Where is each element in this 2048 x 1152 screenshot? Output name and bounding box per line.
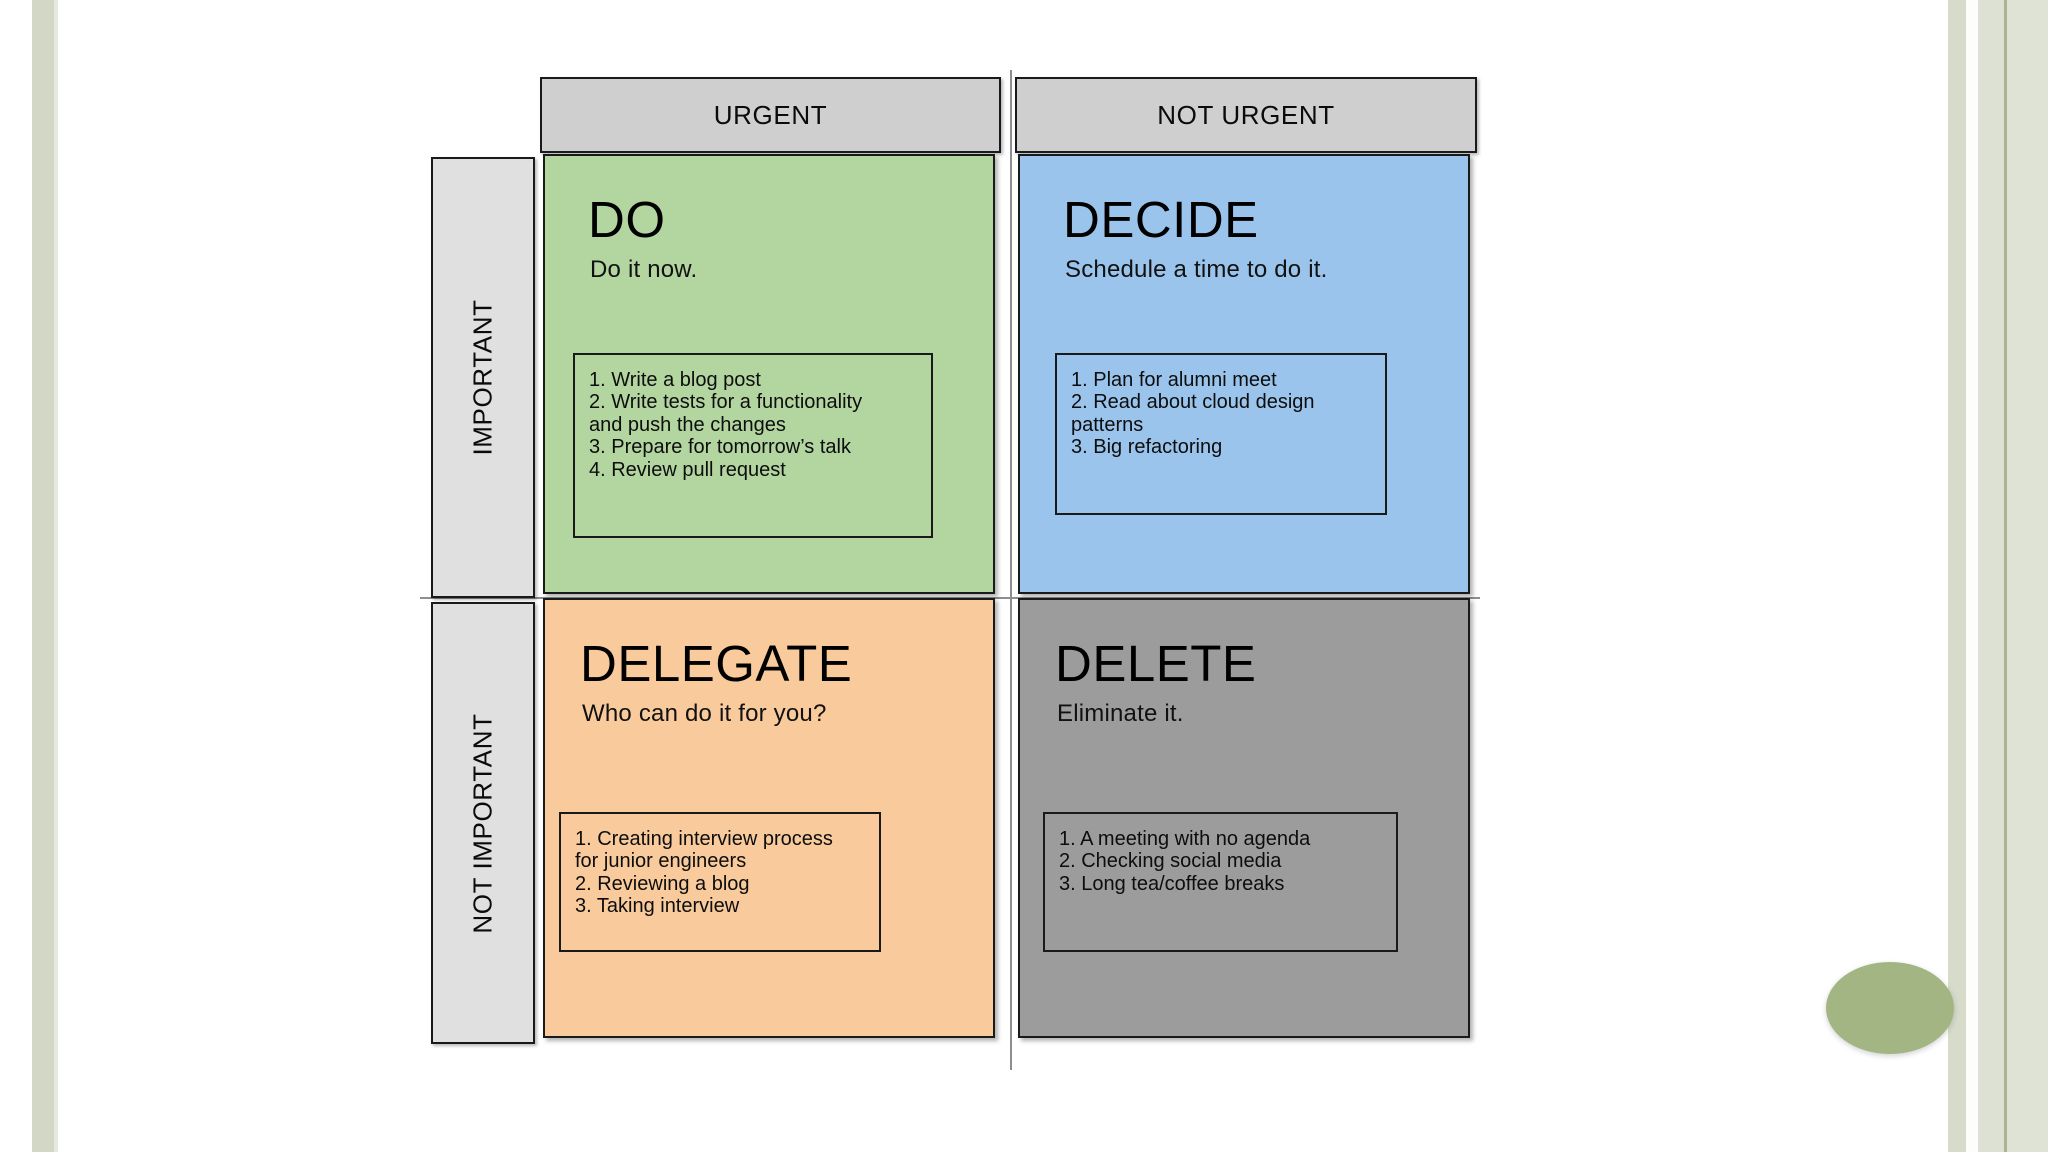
task-item: 2. Checking social media [1059,850,1282,873]
task-item: 3. Prepare for tomorrow’s talk [589,436,851,459]
quadrant-decide-subtitle: Schedule a time to do it. [1065,256,1328,283]
right-stripe-4 [2004,0,2007,1152]
task-item: 1. A meeting with no agenda [1059,828,1311,850]
quadrant-delete-title: DELETE [1055,635,1257,692]
task-item: 2. Write tests for a functionality and p… [589,391,863,436]
right-stripe-2 [1966,0,1978,1152]
quadrant-delegate-title: DELEGATE [580,635,853,692]
column-header-urgent: URGENT [540,77,1001,153]
right-stripe-1 [1948,0,1966,1152]
quadrant-decide: DECIDE Schedule a time to do it. 1. Plan… [1018,154,1470,594]
quadrant-do-title: DO [588,191,666,248]
column-header-not-urgent-label: NOT URGENT [1157,99,1335,130]
quadrant-do-task-box: 1. Write a blog post 2. Write tests for … [573,353,933,538]
task-item: 1. Write a blog post [589,369,761,391]
task-item: 4. Review pull request [589,458,786,481]
task-item: 3. Taking interview [575,895,740,918]
quadrant-decide-task-box: 1. Plan for alumni meet 2. Read about cl… [1055,353,1387,515]
left-edge-hairline [54,0,58,1152]
quadrant-do: DO Do it now. 1. Write a blog post 2. Wr… [543,154,995,594]
quadrant-do-subtitle: Do it now. [590,256,698,283]
task-item: 1. Plan for alumni meet [1071,369,1277,391]
column-header-urgent-label: URGENT [713,99,828,130]
quadrant-delete-task-box: 1. A meeting with no agenda 2. Checking … [1043,812,1398,952]
column-header-not-urgent: NOT URGENT [1015,77,1477,153]
vertical-divider-line [1010,70,1012,1070]
right-stripe-3 [1978,0,2004,1152]
row-header-not-important-label: NOT IMPORTANT [467,712,498,934]
quadrant-decide-title: DECIDE [1063,191,1259,248]
task-item: 3. Long tea/coffee breaks [1059,872,1285,895]
row-header-important: IMPORTANT [431,157,535,598]
task-item: 2. Reviewing a blog [575,872,750,895]
right-stripe-5 [2007,0,2048,1152]
right-edge-decoration [1918,0,2048,1152]
task-item: 2. Read about cloud design patterns [1071,391,1315,436]
row-header-important-label: IMPORTANT [467,299,498,456]
quadrant-delegate-task-box: 1. Creating interview process for junior… [559,812,881,952]
task-item: 1. Creating interview process for junior… [575,828,833,873]
task-item: 3. Big refactoring [1071,436,1223,459]
quadrant-delegate: DELEGATE Who can do it for you? 1. Creat… [543,598,995,1038]
row-header-not-important: NOT IMPORTANT [431,602,535,1044]
quadrant-delegate-subtitle: Who can do it for you? [582,700,827,727]
decorative-ellipse [1826,962,1954,1054]
left-edge-stripe [32,0,54,1152]
quadrant-delete-subtitle: Eliminate it. [1057,700,1184,727]
quadrant-delete: DELETE Eliminate it. 1. A meeting with n… [1018,598,1470,1038]
